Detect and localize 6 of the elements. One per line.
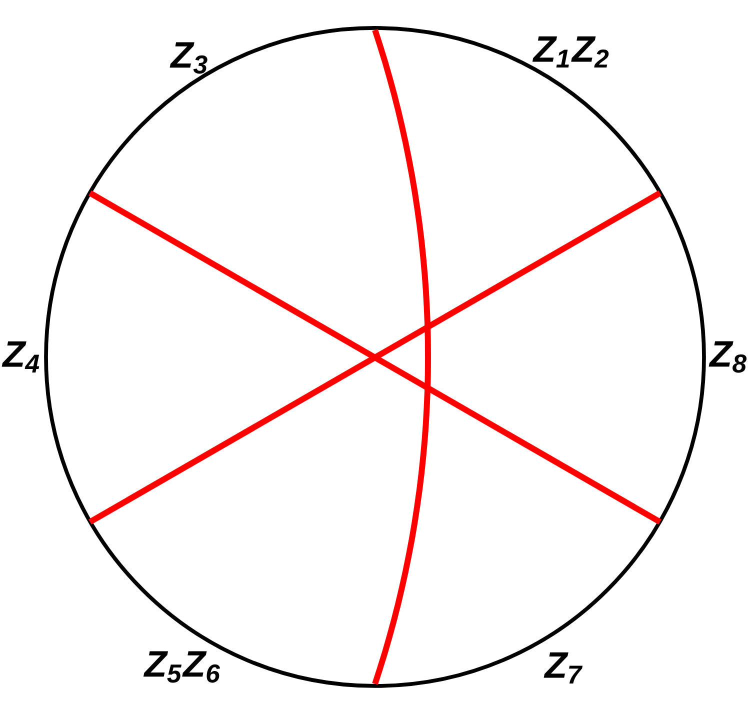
variable-label: Z$_{7}$ bbox=[544, 652, 583, 684]
variable-label: Z$_{8}$ bbox=[708, 341, 747, 373]
variable-label: Z$_{4}$ bbox=[2, 341, 40, 373]
variable-label: Z$_{5}$Z$_{6}$ bbox=[143, 651, 220, 683]
variable-label: Z$_{3}$ bbox=[170, 42, 208, 74]
variable-label: Z$_{1}$Z$_{2}$ bbox=[532, 36, 609, 68]
